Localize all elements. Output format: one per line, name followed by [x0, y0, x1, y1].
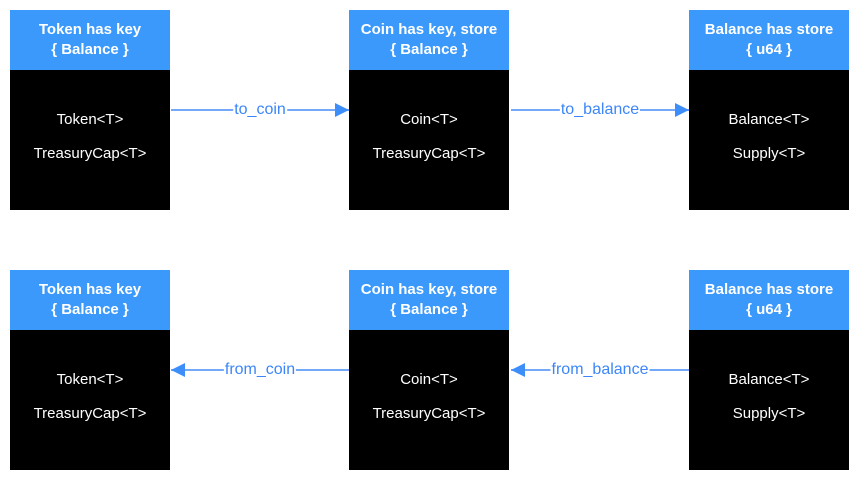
- node-balance-body: Balance<T> Supply<T>: [689, 330, 849, 470]
- node-coin-body: Coin<T> TreasuryCap<T>: [349, 330, 509, 470]
- node-title-line2: { Balance }: [51, 41, 129, 58]
- node-balance-header: Balance has store { u64 }: [689, 270, 849, 330]
- node-title-line1: Balance has store: [704, 21, 834, 38]
- node-coin-header: Coin has key, store { Balance }: [349, 10, 509, 70]
- node-field: TreasuryCap<T>: [372, 144, 486, 162]
- node-balance-bottom: Balance has store { u64 } Balance<T> Sup…: [689, 270, 849, 470]
- node-field: Coin<T>: [400, 110, 458, 128]
- node-field: Token<T>: [56, 110, 124, 128]
- node-field: Coin<T>: [400, 370, 458, 388]
- node-token-body: Token<T> TreasuryCap<T>: [10, 330, 170, 470]
- arrow-to-coin: to_coin: [171, 101, 349, 119]
- node-balance-header: Balance has store { u64 }: [689, 10, 849, 70]
- node-title-line2: { u64 }: [746, 41, 792, 58]
- node-token-bottom: Token has key { Balance } Token<T> Treas…: [10, 270, 170, 470]
- arrow-label: from_coin: [223, 361, 297, 379]
- arrow-label: to_coin: [233, 101, 287, 119]
- node-title-line1: Coin has key, store: [360, 21, 498, 38]
- node-coin-top: Coin has key, store { Balance } Coin<T> …: [349, 10, 509, 210]
- node-field: TreasuryCap<T>: [372, 404, 486, 422]
- node-field: TreasuryCap<T>: [33, 404, 147, 422]
- node-title-line1: Coin has key, store: [360, 281, 498, 298]
- node-title-line2: { Balance }: [390, 301, 468, 318]
- node-balance-top: Balance has store { u64 } Balance<T> Sup…: [689, 10, 849, 210]
- node-field: Supply<T>: [732, 144, 806, 162]
- arrow-head-left-icon: [171, 363, 185, 377]
- arrow-from-coin: from_coin: [171, 361, 349, 379]
- node-token-header: Token has key { Balance }: [10, 10, 170, 70]
- node-field: Balance<T>: [728, 370, 810, 388]
- node-title-line1: Token has key: [38, 281, 142, 298]
- arrow-label: to_balance: [559, 101, 641, 119]
- node-token-body: Token<T> TreasuryCap<T>: [10, 70, 170, 210]
- arrow-head-right-icon: [335, 103, 349, 117]
- node-field: Token<T>: [56, 370, 124, 388]
- arrow-to-balance: to_balance: [511, 101, 689, 119]
- node-coin-header: Coin has key, store { Balance }: [349, 270, 509, 330]
- node-field: Balance<T>: [728, 110, 810, 128]
- node-title-line2: { u64 }: [746, 301, 792, 318]
- node-title-line2: { Balance }: [390, 41, 468, 58]
- node-coin-body: Coin<T> TreasuryCap<T>: [349, 70, 509, 210]
- node-title-line1: Balance has store: [704, 281, 834, 298]
- node-token-header: Token has key { Balance }: [10, 270, 170, 330]
- node-token-top: Token has key { Balance } Token<T> Treas…: [10, 10, 170, 210]
- node-coin-bottom: Coin has key, store { Balance } Coin<T> …: [349, 270, 509, 470]
- node-field: Supply<T>: [732, 404, 806, 422]
- node-title-line2: { Balance }: [51, 301, 129, 318]
- arrow-from-balance: from_balance: [511, 361, 689, 379]
- arrow-head-right-icon: [675, 103, 689, 117]
- node-balance-body: Balance<T> Supply<T>: [689, 70, 849, 210]
- node-field: TreasuryCap<T>: [33, 144, 147, 162]
- node-title-line1: Token has key: [38, 21, 142, 38]
- arrow-head-left-icon: [511, 363, 525, 377]
- arrow-label: from_balance: [550, 361, 650, 379]
